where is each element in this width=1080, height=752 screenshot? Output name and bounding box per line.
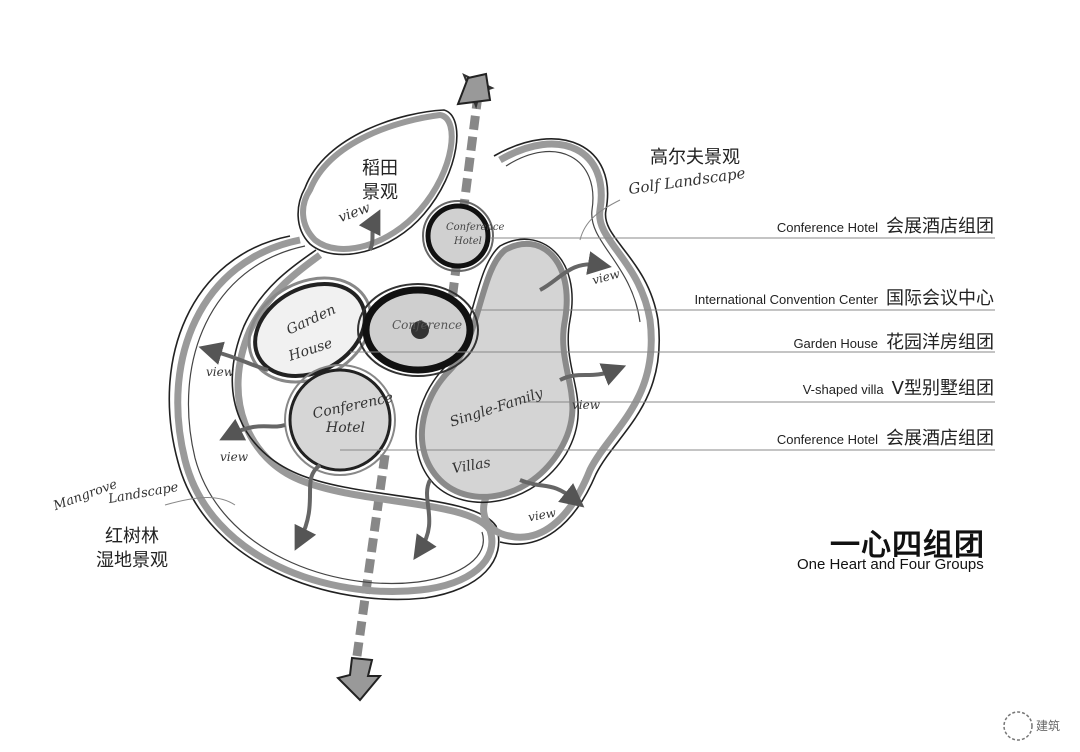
diagram-title-en: One Heart and Four Groups [797,556,984,573]
legend-cn: 花园洋房组团 [886,332,994,353]
legend-item-v-villa: V-shaped villa V型别墅组团 [803,374,994,400]
legend-en: Conference Hotel [776,432,878,447]
legend-item-garden-house: Garden House 花园洋房组团 [793,328,994,354]
legend-en: Conference Hotel [776,220,878,235]
svg-text:建筑: 建筑 [1036,718,1060,733]
sketch-small-top-1: Conference [446,222,505,233]
legend-cn: 国际会议中心 [886,288,994,309]
south-axis-arrow [336,454,390,702]
leader-lines [164,199,995,506]
view-arrows [198,209,627,560]
rice-field-label-1: 稻田 [362,158,398,179]
sketch-view-left: view [206,365,234,379]
legend-item-convention-center: International Convention Center 国际会议中心 [694,284,994,310]
diagram-title-cn: 一心四组团 [830,528,985,563]
legend-en: International Convention Center [694,292,878,307]
sketch-conf-hotel-2: Hotel [326,420,366,436]
mangrove-label-1: 红树林 [105,526,159,547]
sketch-view-left2: view [220,450,248,464]
rice-field-blob [297,109,458,256]
outer-landscape-loop [168,235,500,601]
legend-item-conference-hotel-2: Conference Hotel 会展酒店组团 [777,424,994,450]
legend-cn: 会展酒店组团 [886,216,994,237]
legend-cn: 会展酒店组团 [886,428,994,449]
legend-en: Garden House [793,336,878,351]
conference-hotel-circle [284,364,396,476]
sketch-small-top-2: Hotel [454,236,482,247]
sketch-view-right2: view [572,398,600,412]
golf-landscape-label: 高尔夫景观 [650,147,740,168]
watermark-logo: 建筑 [1003,711,1060,741]
mangrove-label-2: 湿地景观 [96,550,168,571]
garden-house-ellipse [247,276,373,384]
convention-center-heart [357,283,479,377]
rice-field-label-2: 景观 [362,182,398,203]
legend-cn: V型别墅组团 [891,378,994,399]
legend-item-conference-hotel-1: Conference Hotel 会展酒店组团 [777,212,994,238]
sketch-conference-heart: Conference [392,318,463,332]
small-conference-hotel-circle [422,200,494,272]
legend-en: V-shaped villa [802,382,884,397]
